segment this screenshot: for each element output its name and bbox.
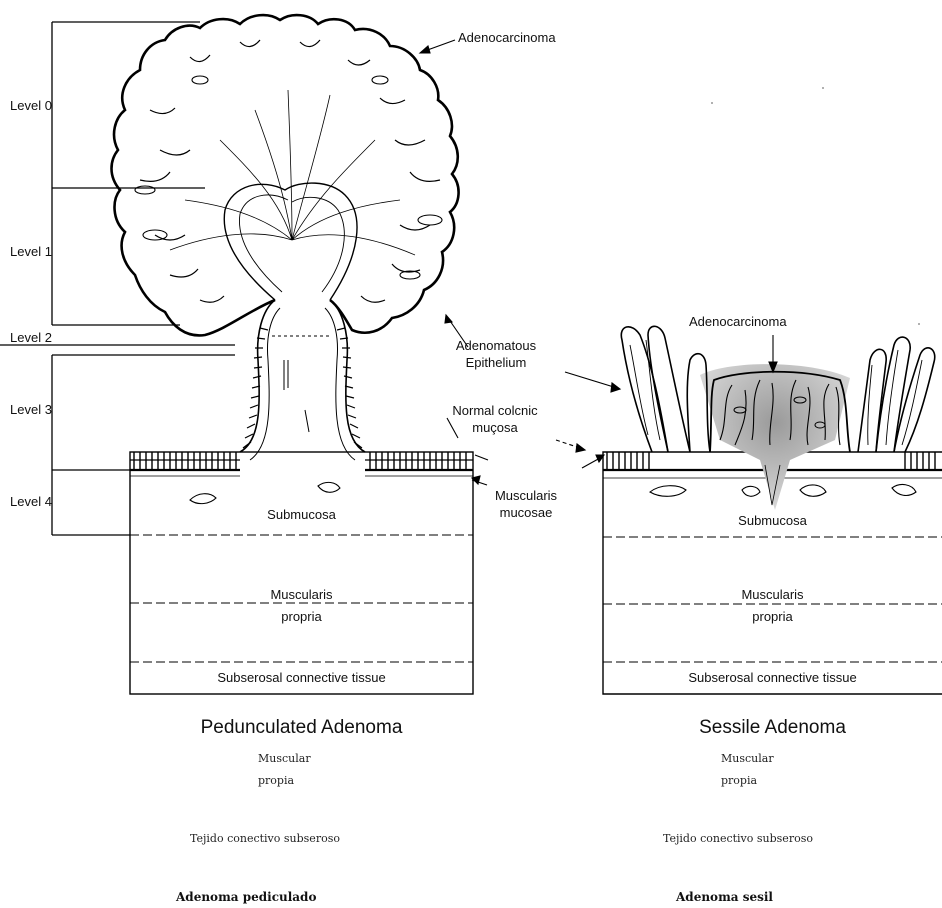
scan-specks: [711, 87, 920, 325]
sessile-caption: Sessile Adenoma: [603, 717, 942, 739]
ses-submucosa-label: Submucosa: [603, 513, 942, 528]
level-2-label: Level 2: [10, 330, 52, 345]
muscularis-mucosae-line-1: Muscularis: [486, 487, 566, 504]
level-1-label: Level 1: [10, 244, 52, 259]
ped-title-es: Adenoma pediculado: [176, 890, 316, 904]
level-4-label: Level 4: [10, 494, 52, 509]
ped-propria-line: propria: [130, 606, 473, 628]
ped-muscularis-propria-label: Muscularis propria: [130, 584, 473, 628]
ses-propia-es-line: propia: [721, 770, 774, 792]
ses-propria-line: propria: [603, 606, 942, 628]
ped-adenocarcinoma-label: Adenocarcinoma: [458, 30, 556, 45]
ses-muscular-es-line: Muscular: [721, 748, 774, 770]
ses-subserosal-label: Subserosal connective tissue: [603, 670, 942, 685]
sessile-polyp: [603, 326, 942, 694]
ped-propia-es-line: propia: [258, 770, 311, 792]
ped-muscular-propia-es: Muscular propia: [258, 748, 311, 792]
adenomatous-epithelium-label: Adenomatous Epithelium: [440, 337, 552, 371]
normal-mucosa-label: Normal colcnic muçosa: [440, 402, 550, 436]
epithelium-line: Epithelium: [440, 354, 552, 371]
ped-subserosal-label: Subserosal connective tissue: [130, 670, 473, 685]
adenomatous-line: Adenomatous: [440, 337, 552, 354]
ses-muscularis-propria-label: Muscularis propria: [603, 584, 942, 628]
muscularis-mucosae-line-2: mucosae: [486, 504, 566, 521]
normal-mucosa-line-1: Normal colcnic: [440, 402, 550, 419]
ped-muscularis-line: Muscularis: [130, 584, 473, 606]
normal-mucosa-line-2: muçosa: [440, 419, 550, 436]
ses-title-es: Adenoma sesil: [676, 890, 773, 904]
pedunculated-caption: Pedunculated Adenoma: [130, 717, 473, 739]
ses-muscular-propia-es: Muscular propia: [721, 748, 774, 792]
ses-tejido-es: Tejido conectivo subseroso: [663, 832, 813, 845]
muscularis-mucosae-label: Muscularis mucosae: [486, 487, 566, 521]
ped-tejido-es: Tejido conectivo subseroso: [190, 832, 340, 845]
ped-submucosa-label: Submucosa: [130, 507, 473, 522]
ses-adenocarcinoma-label: Adenocarcinoma: [689, 314, 787, 329]
ses-muscularis-line: Muscularis: [603, 584, 942, 606]
level-0-label: Level 0: [10, 98, 52, 113]
ped-muscular-es-line: Muscular: [258, 748, 311, 770]
level-3-label: Level 3: [10, 402, 52, 417]
